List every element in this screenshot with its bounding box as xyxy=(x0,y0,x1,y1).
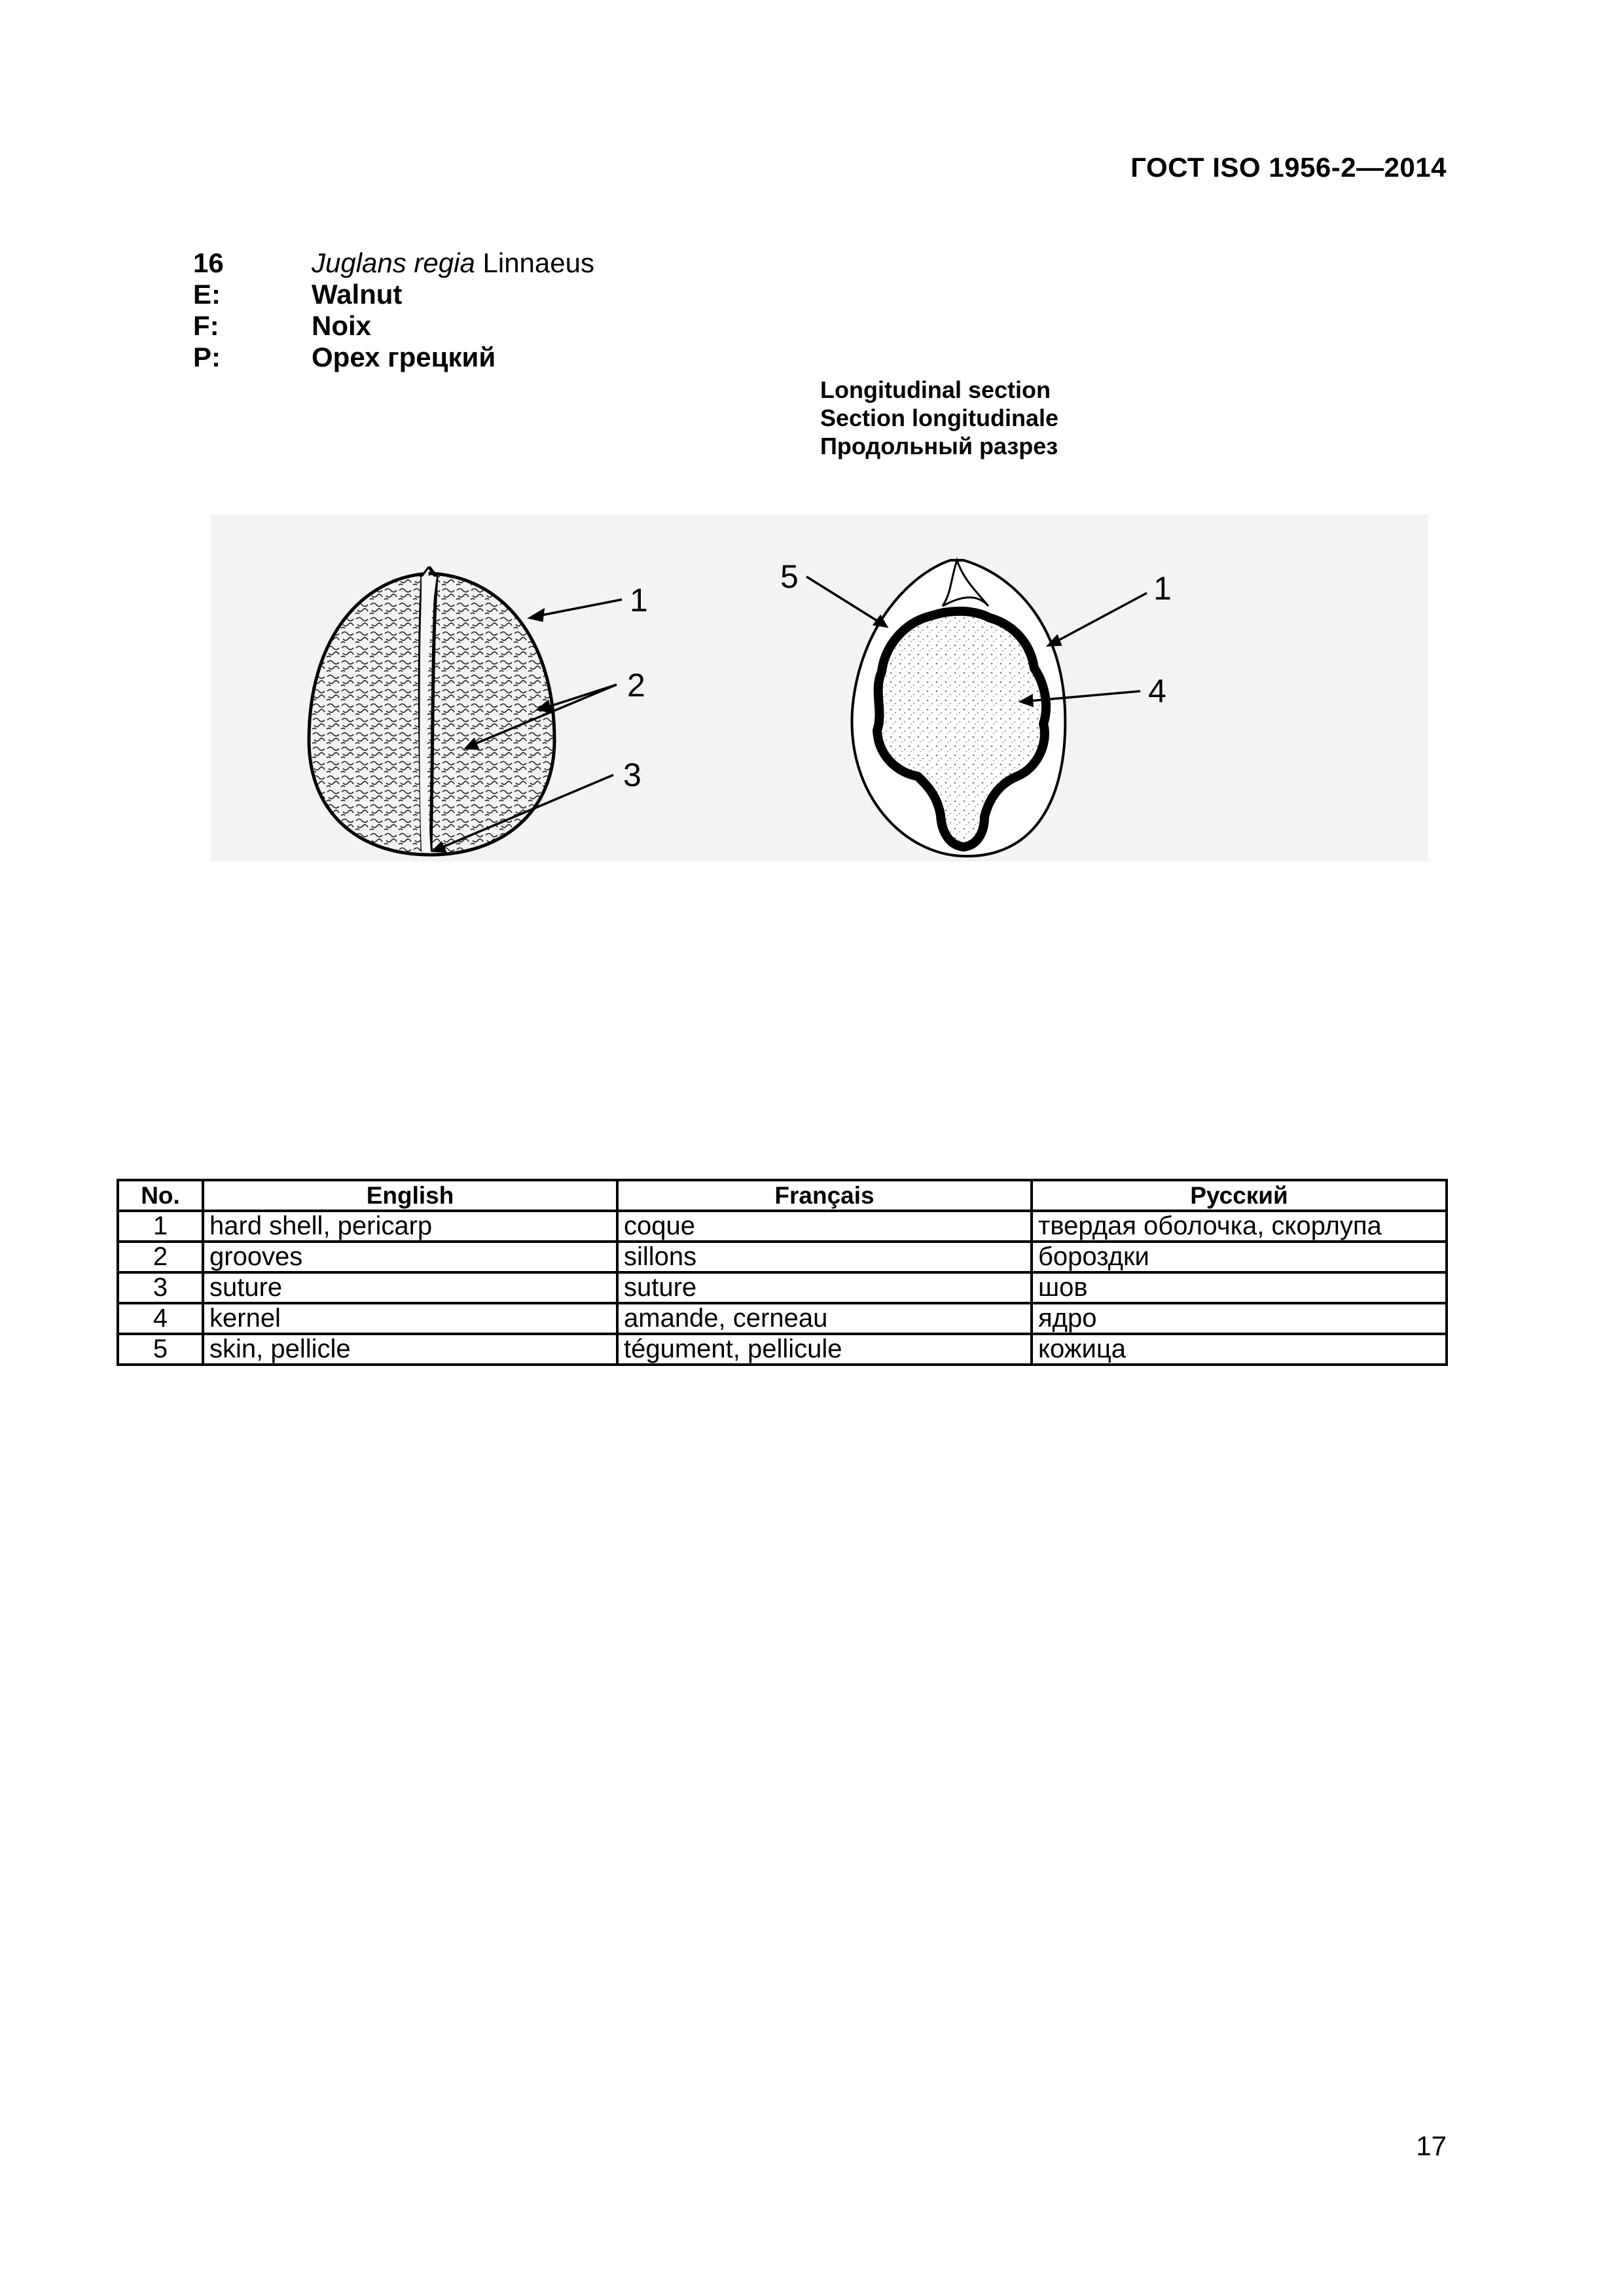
cell-french: sillons xyxy=(617,1242,1032,1272)
callout-4-right: 4 xyxy=(1148,673,1166,709)
entry-key-russian: P: xyxy=(193,342,312,373)
cell-english: suture xyxy=(203,1272,617,1303)
cell-number: 5 xyxy=(118,1334,203,1365)
cell-russian: бороздки xyxy=(1032,1242,1447,1272)
table-header-row: No. English Français Русский xyxy=(118,1180,1447,1211)
section-caption-en: Longitudinal section xyxy=(820,376,1058,404)
species-entry: 16 Juglans regia Linnaeus E: Walnut F: N… xyxy=(193,247,594,373)
entry-key-english: E: xyxy=(193,279,312,310)
table-row: 2 grooves sillons бороздки xyxy=(118,1242,1447,1272)
callout-5-right: 5 xyxy=(780,558,799,595)
terms-table: No. English Français Русский 1 hard shel… xyxy=(117,1179,1448,1366)
cell-french: coque xyxy=(617,1211,1032,1242)
entry-name-english: Walnut xyxy=(312,279,402,310)
cell-english: hard shell, pericarp xyxy=(203,1211,617,1242)
entry-french-row: F: Noix xyxy=(193,310,594,342)
entry-number: 16 xyxy=(193,247,312,279)
entry-title-row: 16 Juglans regia Linnaeus xyxy=(193,247,594,279)
table-row: 1 hard shell, pericarp coque твердая обо… xyxy=(118,1211,1447,1242)
cell-russian: ядро xyxy=(1032,1303,1447,1334)
cell-french: tégument, pellicule xyxy=(617,1334,1032,1365)
entry-name-french: Noix xyxy=(312,310,371,342)
section-caption: Longitudinal section Section longitudina… xyxy=(820,376,1058,460)
walnut-illustration: 1 2 3 5 1 4 xyxy=(211,514,1428,861)
cell-number: 4 xyxy=(118,1303,203,1334)
entry-name-russian: Орех грецкий xyxy=(312,342,496,373)
callout-3-left: 3 xyxy=(623,757,641,793)
cell-english: skin, pellicle xyxy=(203,1334,617,1365)
callout-2-left: 2 xyxy=(627,667,645,704)
cell-french: suture xyxy=(617,1272,1032,1303)
cell-french: amande, cerneau xyxy=(617,1303,1032,1334)
cell-number: 2 xyxy=(118,1242,203,1272)
entry-english-row: E: Walnut xyxy=(193,279,594,310)
callout-1-right: 1 xyxy=(1153,570,1172,607)
cell-number: 3 xyxy=(118,1272,203,1303)
entry-russian-row: P: Орех грецкий xyxy=(193,342,594,373)
callout-1-left: 1 xyxy=(630,582,648,619)
section-caption-ru: Продольный разрез xyxy=(820,432,1058,460)
document-standard-header: ГОСТ ISO 1956-2—2014 xyxy=(1130,152,1447,183)
column-header-english: English xyxy=(203,1180,617,1211)
species-authority: Linnaeus xyxy=(483,247,594,278)
column-header-number: No. xyxy=(118,1180,203,1211)
cell-russian: твердая оболочка, скорлупа xyxy=(1032,1211,1447,1242)
column-header-french: Français xyxy=(617,1180,1032,1211)
cell-english: kernel xyxy=(203,1303,617,1334)
column-header-russian: Русский xyxy=(1032,1180,1447,1211)
table-row: 3 suture suture шов xyxy=(118,1272,1447,1303)
cell-number: 1 xyxy=(118,1211,203,1242)
species-latin-name: Juglans regia xyxy=(312,247,475,278)
cell-english: grooves xyxy=(203,1242,617,1272)
section-caption-fr: Section longitudinale xyxy=(820,404,1058,432)
cell-russian: кожица xyxy=(1032,1334,1447,1365)
table-row: 5 skin, pellicle tégument, pellicule кож… xyxy=(118,1334,1447,1365)
entry-key-french: F: xyxy=(193,310,312,342)
table-row: 4 kernel amande, cerneau ядро xyxy=(118,1303,1447,1334)
cell-russian: шов xyxy=(1032,1272,1447,1303)
page-number: 17 xyxy=(1416,2130,1447,2162)
